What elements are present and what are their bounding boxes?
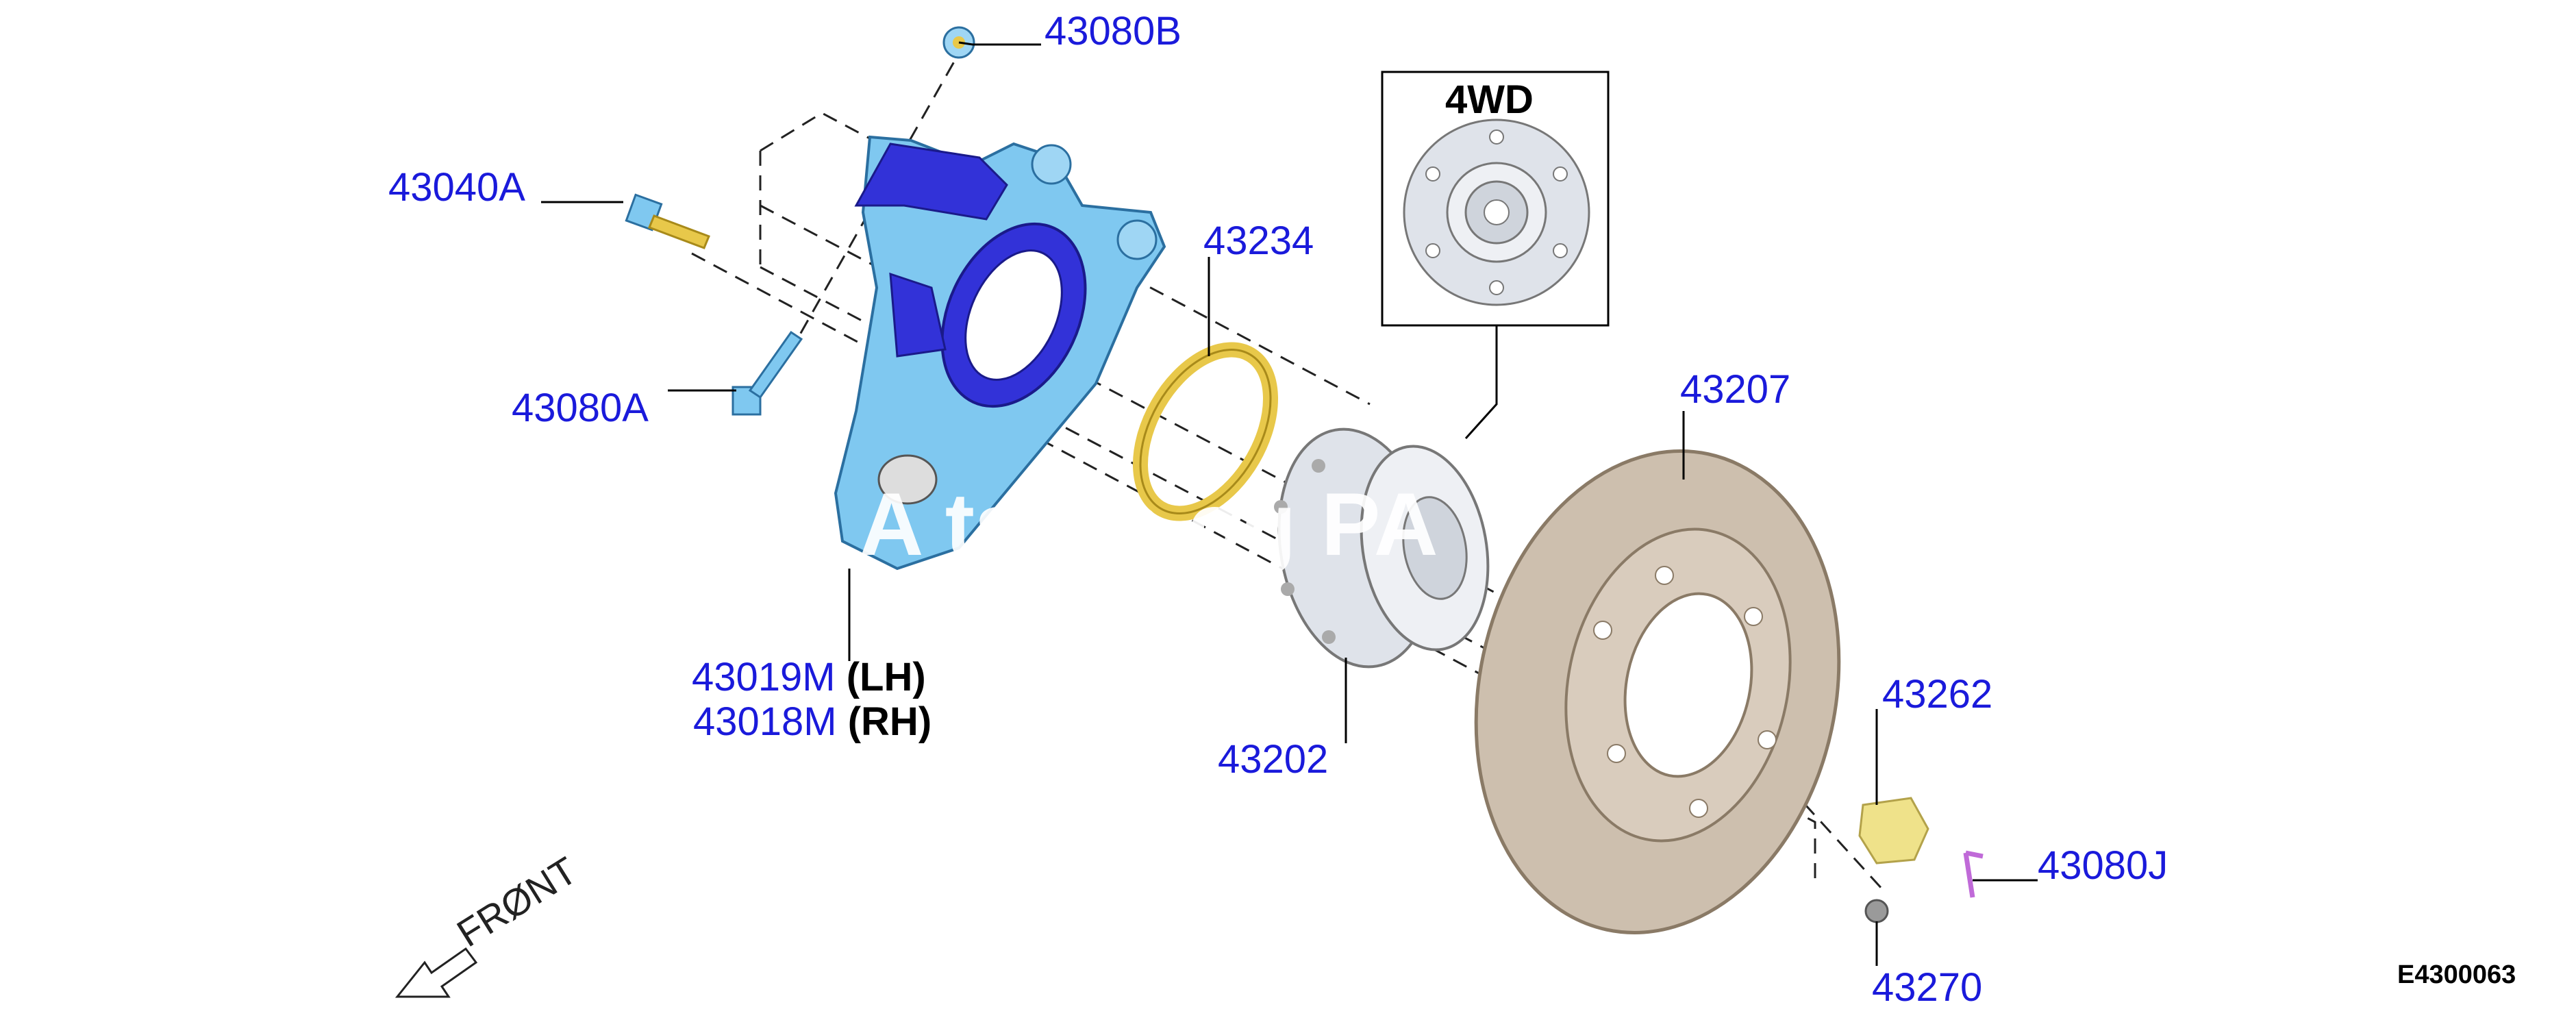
callout-43262: 43262 (1882, 672, 1993, 717)
part-number: 43019M (692, 655, 836, 699)
callout-43202: 43202 (1218, 737, 1329, 782)
wheel-hub-43202 (1274, 427, 1490, 669)
callout-43018M: 43018M (RH) (693, 699, 931, 745)
hub-nut-43262 (1858, 797, 1929, 864)
brake-disc-43207 (1474, 449, 1841, 934)
steering-knuckle (834, 135, 1166, 571)
callout-43234: 43234 (1203, 219, 1314, 263)
side-rh: (RH) (847, 699, 932, 744)
callout-43040A: 43040A (388, 165, 525, 210)
callout-43019M: 43019M (LH) (692, 654, 926, 700)
callout-43270: 43270 (1872, 965, 1983, 1010)
front-arrow-icon (395, 947, 478, 998)
screw-43270 (1864, 899, 1889, 923)
callout-43080A: 43080A (512, 386, 649, 430)
callout-43080J: 43080J (2038, 843, 2168, 888)
spacer-ring-43234 (1133, 342, 1278, 521)
callout-43207: 43207 (1680, 367, 1791, 412)
side-lh: (LH) (846, 655, 926, 699)
bolt-43040A (625, 193, 710, 249)
callout-43080B: 43080B (1045, 9, 1181, 53)
figure-code: E4300063 (2397, 960, 2516, 989)
leader-lines (541, 41, 2038, 966)
4wd-inset (1381, 71, 1610, 327)
bolt-43080A (731, 330, 803, 416)
inset-label: 4WD (1445, 77, 1534, 122)
watermark: t A ts Ca og PA (808, 474, 1438, 574)
clip-43080J (1963, 850, 1984, 898)
part-number: 43018M (693, 699, 837, 744)
